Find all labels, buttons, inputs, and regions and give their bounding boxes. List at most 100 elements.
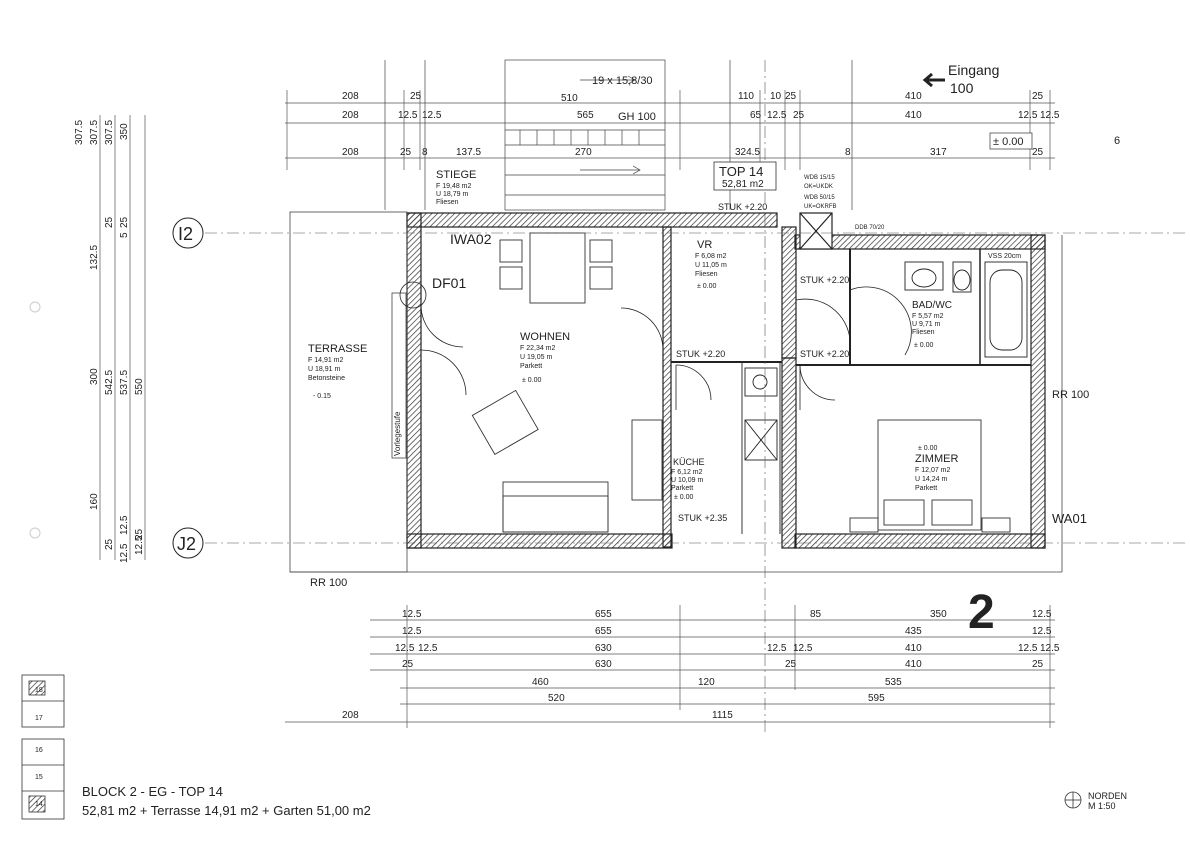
tag-stuk-vr2: STUK +2.20 <box>676 349 725 359</box>
axis-markers <box>172 217 204 559</box>
dim-top: 410 <box>905 91 922 102</box>
room-level-terrasse: - 0.15 <box>313 393 331 400</box>
entrance-arrow-icon <box>922 72 945 88</box>
north-text: NORDEN <box>1088 791 1128 801</box>
dim-top: 12.5 <box>767 110 787 121</box>
block-number: 2 <box>968 586 995 639</box>
room-name-stiege: STIEGE <box>436 169 476 181</box>
tag-rr100-right: RR 100 <box>1052 389 1089 401</box>
room-floor-bad: Fliesen <box>912 329 935 336</box>
tag-stuk-bad2: STUK +2.20 <box>800 349 849 359</box>
key-plan-15: 15 <box>35 774 43 781</box>
dim-left: 307.5 <box>104 120 115 145</box>
room-perimeter-wohnen: U 19,05 m <box>520 354 552 361</box>
key-plans <box>21 674 65 820</box>
dim-top: 110 <box>738 91 754 102</box>
tag-stuk-bad: STUK +2.20 <box>800 275 849 285</box>
room-floor-zimmer: Parkett <box>915 485 937 492</box>
room-perimeter-terrasse: U 18,91 m <box>308 366 340 373</box>
room-area-zimmer: F 12,07 m2 <box>915 467 951 474</box>
dim-bottom: 25 <box>785 659 797 670</box>
room-area-vr: F 6,08 m2 <box>695 253 727 260</box>
tag-iwa02: IWA02 <box>450 231 492 247</box>
dim-top: 12.5 <box>422 110 442 121</box>
dim-left: 25 <box>104 538 115 550</box>
dim-left: 25 <box>134 528 145 540</box>
room-floor-vr: Fliesen <box>695 271 718 278</box>
dim-left: 12.5 <box>119 515 130 535</box>
dim-left: 307.5 <box>74 120 85 145</box>
key-plan-14: 14 <box>35 801 43 808</box>
tag-df01: DF01 <box>432 275 466 291</box>
key-plan-16: 16 <box>35 747 43 754</box>
dim-top: 410 <box>905 110 922 121</box>
doors <box>399 281 912 410</box>
room-level-zimmer: ± 0.00 <box>918 445 938 452</box>
dim-left: 12.5 <box>119 543 130 563</box>
drawing-title: BLOCK 2 - EG - TOP 14 <box>82 784 223 799</box>
tag-gh100: GH 100 <box>618 111 656 123</box>
dim-top: 12.5 <box>398 110 418 121</box>
drawing-subtitle: 52,81 m2 + Terrasse 14,91 m2 + Garten 51… <box>82 803 371 818</box>
dim-bottom: 535 <box>885 677 902 688</box>
room-name-vr: VR <box>697 239 712 251</box>
room-level-bad: ± 0.00 <box>914 342 934 349</box>
room-name-zimmer: ZIMMER <box>915 453 958 465</box>
key-plan-17: 17 <box>35 715 43 722</box>
key-plan-labels: 18 17 16 15 14 <box>35 687 43 808</box>
terrace <box>289 211 1063 573</box>
unit-box: TOP 14 52,81 m2 <box>713 161 777 191</box>
dim-bottom: 25 <box>402 659 414 670</box>
tag-ddb: DDB 70/20 <box>855 225 885 231</box>
room-level-vr: ± 0.00 <box>697 283 717 290</box>
room-area-kueche: F 6,12 m2 <box>671 469 703 476</box>
dim-top: 8 <box>422 147 428 158</box>
dim-top: 25 <box>1032 147 1044 158</box>
key-plan-18: 18 <box>35 687 43 694</box>
dim-bottom: 655 <box>595 626 612 637</box>
tag-stuk-kueche: STUK +2.35 <box>678 513 727 523</box>
tag-wdb1: WDB 15/15 <box>804 175 835 181</box>
dim-bottom: 520 <box>548 693 565 704</box>
dim-top: 510 <box>561 93 578 104</box>
dim-bottom: 595 <box>868 693 885 704</box>
dim-left: 132.5 <box>89 245 100 270</box>
bottom-dimension-lines <box>285 605 1055 728</box>
dim-bottom: 120 <box>698 677 715 688</box>
dim-left: 537.5 <box>119 370 130 395</box>
level-entrance: ± 0.00 <box>993 136 1024 148</box>
dim-bottom: 208 <box>342 710 359 721</box>
dim-top: 317 <box>930 147 947 158</box>
stair-note: 19 x 15,8/30 <box>592 75 653 87</box>
room-name-kueche: KÜCHE <box>673 457 705 467</box>
dim-bottom: 12.5 <box>1032 609 1052 620</box>
dim-top: 208 <box>342 147 359 158</box>
dim-left: 5 <box>119 232 130 238</box>
tag-ukokrfb: UK=OKRFB <box>804 204 837 210</box>
dim-bottom: 12.5 <box>793 643 813 654</box>
room-perimeter-stiege: U 18,79 m <box>436 191 468 198</box>
dim-top: 25 <box>400 147 412 158</box>
dim-top: 25 <box>793 110 805 121</box>
punch-hole-icon <box>29 527 41 539</box>
room-level-kueche: ± 0.00 <box>674 494 694 501</box>
tag-wa01: WA01 <box>1052 511 1087 526</box>
dim-left: 25 <box>119 216 130 228</box>
north-label: NORDEN M 1:50 <box>1088 791 1127 811</box>
room-floor-terrasse: Betonsteine <box>308 375 345 382</box>
dim-top: 324.5 <box>735 147 760 158</box>
dim-bottom: 12.5 <box>1040 643 1060 654</box>
bottom-dimension-text: 12.5 655 85 350 12.5 12.5 655 435 12.5 1… <box>342 609 1060 721</box>
room-area-stiege: F 19,48 m2 <box>436 183 472 190</box>
axis-label-i2: I2 <box>178 224 193 244</box>
north-arrow-icon <box>1064 791 1082 809</box>
axis-label-j2: J2 <box>177 534 196 554</box>
dim-top: 208 <box>342 91 359 102</box>
room-area-terrasse: F 14,91 m2 <box>308 357 344 364</box>
dim-left: 350 <box>119 123 130 140</box>
dim-bottom: 12.5 <box>1018 643 1038 654</box>
dim-left: 25 <box>104 216 115 228</box>
tag-vss: VSS 20cm <box>988 253 1021 260</box>
unit-area: 52,81 m2 <box>722 179 764 190</box>
